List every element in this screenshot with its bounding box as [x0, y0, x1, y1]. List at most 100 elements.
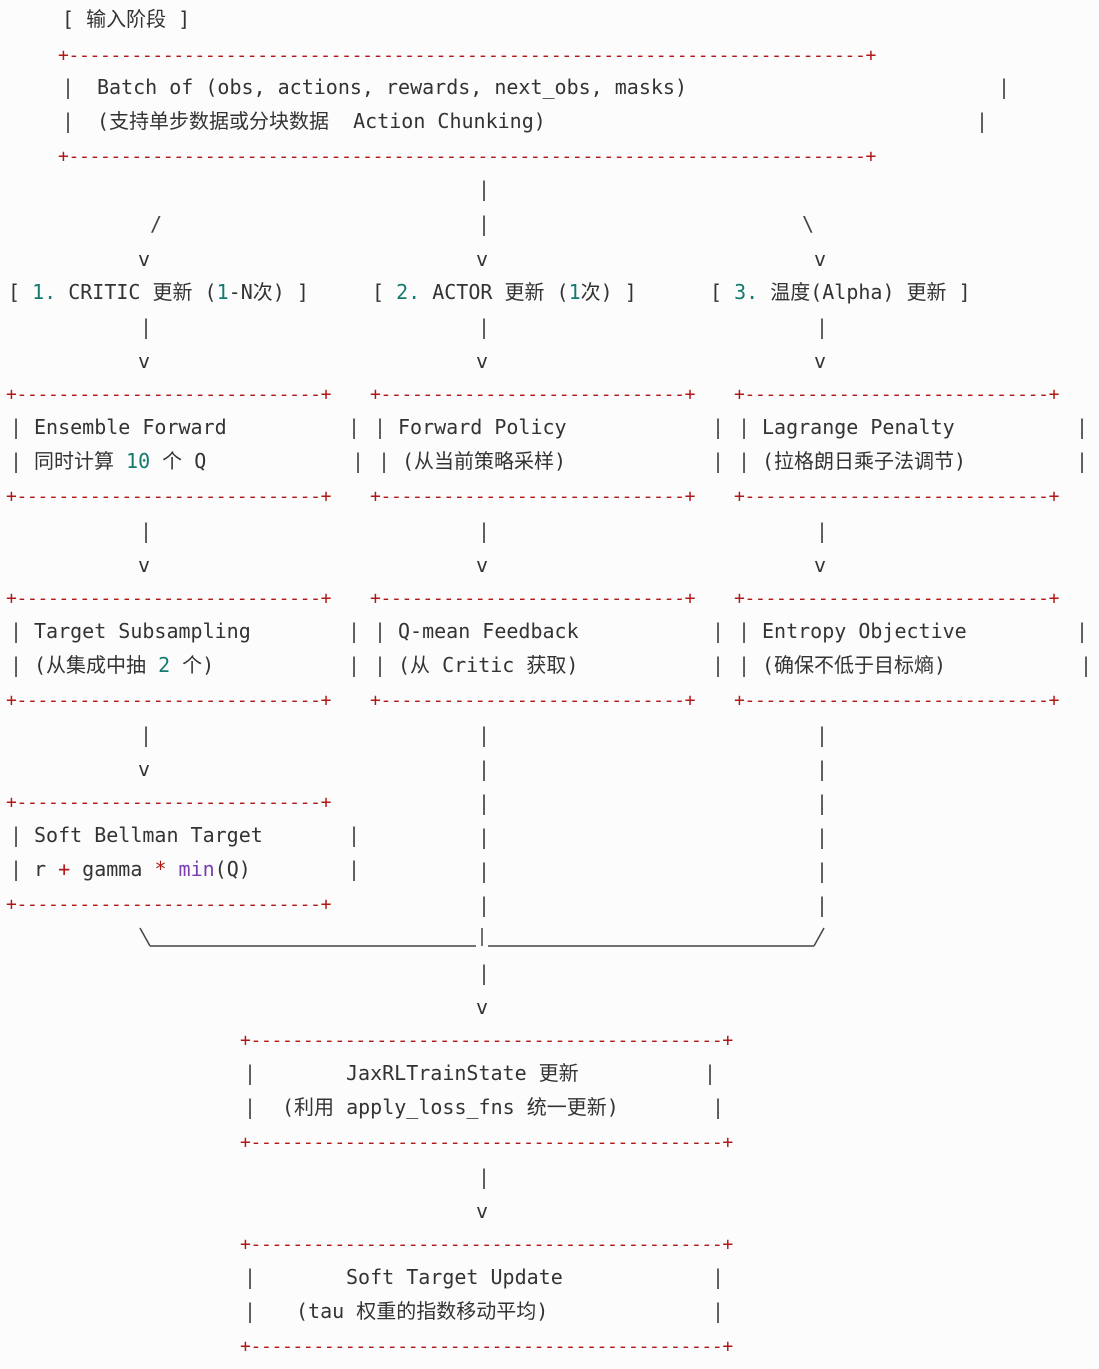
- box-border: +-----------------------------+: [6, 690, 332, 711]
- alpha-header: [ 3. 温度(Alpha) 更新 ]: [710, 280, 971, 304]
- box-border: +-----------------------------+: [6, 894, 332, 915]
- box-bar: |: [1076, 415, 1089, 439]
- connector-line: |: [140, 315, 153, 339]
- branch-right-slash: \: [802, 212, 815, 236]
- box-bar: |: [374, 415, 387, 439]
- box-bar: |: [10, 823, 23, 847]
- connector-line: |: [140, 519, 153, 543]
- branch-left-slash: /: [150, 212, 163, 236]
- forward-policy-title: Forward Policy: [398, 415, 567, 439]
- connector-line: |: [816, 315, 829, 339]
- connector-line: |: [816, 859, 829, 883]
- connector-line: |: [816, 757, 829, 781]
- connector-line: |: [478, 757, 491, 781]
- connector-line: |: [478, 723, 491, 747]
- connector-line: |: [478, 791, 491, 815]
- connector-line: |: [140, 723, 153, 747]
- target-subsampling-title: Target Subsampling: [34, 619, 251, 643]
- box-bar: |: [10, 619, 23, 643]
- lagrange-penalty-title: Lagrange Penalty: [762, 415, 955, 439]
- critic-header: [ 1. CRITIC 更新 (1-N次) ]: [8, 280, 309, 304]
- input-batch-line: Batch of (obs, actions, rewards, next_ob…: [97, 75, 688, 99]
- connector-line: |: [816, 825, 829, 849]
- box-border: +---------------------------------------…: [240, 1030, 733, 1051]
- soft-target-title: Soft Target Update: [346, 1265, 563, 1289]
- box-bar: |: [712, 415, 725, 439]
- input-box-left-bar-2: |: [62, 109, 75, 133]
- input-stage-title: [ 输入阶段 ]: [62, 7, 191, 31]
- input-chunking-line: (支持单步数据或分块数据 Action Chunking): [97, 109, 546, 133]
- box-bar: |: [348, 857, 361, 881]
- box-border: +-----------------------------+: [734, 588, 1060, 609]
- box-bar: |: [712, 1299, 725, 1323]
- input-box-left-bar: |: [62, 75, 75, 99]
- box-border: +-----------------------------+: [370, 588, 696, 609]
- actor-header: [ 2. ACTOR 更新 (1次) ]: [372, 280, 637, 304]
- arrow-down-icon: v: [476, 995, 489, 1019]
- arrow-down-icon: v: [476, 1199, 489, 1223]
- box-bar: |: [712, 449, 725, 473]
- box-bar: |: [712, 653, 725, 677]
- box-bar: |: [1076, 619, 1089, 643]
- box-border: +-----------------------------+: [6, 792, 332, 813]
- box-border: +-----------------------------+: [370, 690, 696, 711]
- box-bar: |: [378, 449, 391, 473]
- connector-line: |: [816, 723, 829, 747]
- box-border: +-----------------------------+: [734, 486, 1060, 507]
- box-border: +-----------------------------+: [370, 384, 696, 405]
- q-mean-feedback-title: Q-mean Feedback: [398, 619, 579, 643]
- box-border: +-----------------------------+: [6, 588, 332, 609]
- box-bar: |: [374, 619, 387, 643]
- arrow-down-icon: v: [814, 247, 827, 271]
- box-bar: |: [738, 619, 751, 643]
- box-bar: |: [738, 415, 751, 439]
- connector-line: |: [478, 177, 491, 201]
- connector-line: |: [478, 315, 491, 339]
- arrow-down-icon: v: [814, 349, 827, 373]
- train-state-desc: (利用 apply_loss_fns 统一更新): [282, 1095, 619, 1119]
- soft-target-desc: (tau 权重的指数移动平均): [296, 1299, 549, 1323]
- connector-line: |: [478, 961, 491, 985]
- arrow-down-icon: v: [138, 349, 151, 373]
- box-bar: |: [244, 1265, 257, 1289]
- connector-line: |: [816, 519, 829, 543]
- forward-policy-desc: (从当前策略采样): [402, 449, 567, 473]
- box-bar: |: [704, 1061, 717, 1085]
- box-border: +-----------------------------+: [6, 384, 332, 405]
- box-bar: |: [244, 1061, 257, 1085]
- box-border: +---------------------------------------…: [240, 1234, 733, 1255]
- arrow-down-icon: v: [138, 757, 151, 781]
- q-mean-feedback-desc: (从 Critic 获取): [398, 653, 579, 677]
- box-bar: |: [10, 449, 23, 473]
- soft-bellman-formula: r + gamma * min(Q): [34, 857, 251, 881]
- box-border: +---------------------------------------…: [240, 1132, 733, 1153]
- box-border: +---------------------------------------…: [240, 1336, 733, 1357]
- lagrange-penalty-desc: (拉格朗日乘子法调节): [762, 449, 967, 473]
- box-bar: |: [712, 1265, 725, 1289]
- ensemble-forward-title: Ensemble Forward: [34, 415, 227, 439]
- box-border: +-----------------------------+: [734, 690, 1060, 711]
- target-subsampling-desc: (从集成中抽 2 个): [34, 653, 215, 677]
- box-border: +-----------------------------+: [734, 384, 1060, 405]
- box-bar: |: [712, 619, 725, 643]
- soft-bellman-title: Soft Bellman Target: [34, 823, 263, 847]
- connector-line: |: [478, 1165, 491, 1189]
- input-box-right-bar: |: [998, 75, 1011, 99]
- box-bar: |: [348, 653, 361, 677]
- box-bar: |: [348, 415, 361, 439]
- box-bar: |: [348, 823, 361, 847]
- box-bar: |: [348, 619, 361, 643]
- arrow-down-icon: v: [138, 553, 151, 577]
- input-box-right-bar-2: |: [976, 109, 989, 133]
- entropy-objective-title: Entropy Objective: [762, 619, 967, 643]
- ensemble-forward-desc: 同时计算 10 个 Q: [34, 449, 207, 473]
- box-bar: |: [1080, 653, 1093, 677]
- connector-line: |: [816, 791, 829, 815]
- box-bar: |: [10, 653, 23, 677]
- connector-line: |: [478, 859, 491, 883]
- connector-line: |: [478, 212, 491, 236]
- arrow-down-icon: v: [476, 553, 489, 577]
- box-bar: |: [712, 1095, 725, 1119]
- connector-line: |: [478, 825, 491, 849]
- input-box-top-border: +---------------------------------------…: [58, 45, 876, 66]
